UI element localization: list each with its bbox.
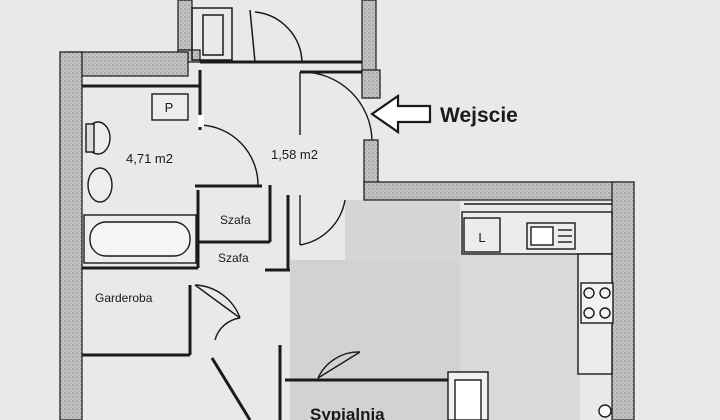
washer-box [151,93,189,121]
bathroom-area: 4,71 m2 [126,151,173,166]
stove-icon [580,282,614,324]
walls [59,0,635,420]
washer-label: P [165,100,174,115]
bathroom-fixtures [83,93,204,264]
kitchen-fixtures [447,203,614,420]
sink-icon [87,167,113,203]
walk-in-closet-label: Garderoba [95,291,153,305]
interior-walls [82,60,460,420]
fridge-label: L [478,230,485,245]
bedroom-label: Sypialnia [310,405,385,420]
wardrobe-1-label: Szafa [220,213,251,227]
door-swings [194,71,373,379]
entrance-label: Wejscie [440,104,518,127]
stairwell [191,7,303,63]
wardrobe-2-label: Szafa [218,251,249,265]
entrance-arrow-icon [370,93,432,135]
fridge-box [463,217,501,253]
hall-area: 1,58 m2 [271,147,318,162]
floor-shading [290,200,580,420]
